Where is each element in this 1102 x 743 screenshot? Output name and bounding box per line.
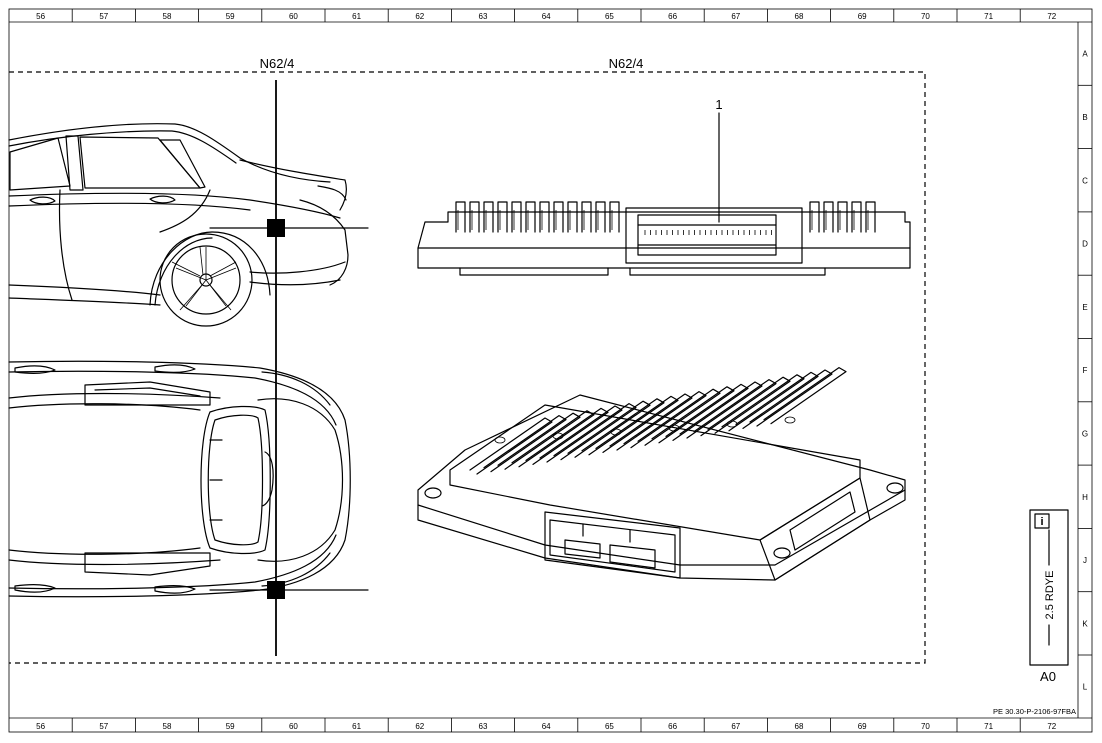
right-ruler-label: K bbox=[1082, 619, 1088, 628]
top-column-ruler: 56 57 58 59 60 61 62 63 64 65 66 67 68 69 70 71 72 bbox=[36, 9, 1057, 22]
bottom-ruler-label: 57 bbox=[99, 722, 108, 731]
info-icon[interactable] bbox=[1034, 513, 1050, 529]
right-ruler-label: H bbox=[1082, 493, 1088, 502]
bottom-ruler-label: 61 bbox=[352, 722, 361, 731]
bottom-ruler-label: 68 bbox=[795, 722, 804, 731]
right-ruler-label: L bbox=[1083, 683, 1088, 692]
top-ruler-label: 61 bbox=[352, 12, 361, 21]
component-dashed-frame bbox=[9, 71, 926, 664]
top-ruler-label: 67 bbox=[731, 12, 740, 21]
bottom-ruler-label: 56 bbox=[36, 722, 45, 731]
right-ruler-label: G bbox=[1082, 429, 1088, 438]
top-ruler-label: 60 bbox=[289, 12, 298, 21]
top-ruler-label: 71 bbox=[984, 12, 993, 21]
info-box-variant: A0 bbox=[1040, 669, 1056, 684]
bottom-ruler-label: 63 bbox=[479, 722, 488, 731]
document-reference: PE 30.30-P-2106-97FBA bbox=[993, 707, 1076, 716]
info-box-code: 2.5 RDYE bbox=[1044, 571, 1056, 620]
callout-1-label: 1 bbox=[715, 97, 722, 112]
bottom-ruler-label: 67 bbox=[731, 722, 740, 731]
bottom-ruler-label: 65 bbox=[605, 722, 614, 731]
right-ruler-label: B bbox=[1082, 113, 1087, 122]
top-ruler-label: 64 bbox=[542, 12, 551, 21]
right-row-ruler: A B C D E F G H J K L bbox=[1078, 50, 1092, 692]
right-ruler-label: F bbox=[1083, 366, 1088, 375]
top-ruler-label: 56 bbox=[36, 12, 45, 21]
top-ruler-label: 66 bbox=[668, 12, 677, 21]
right-ruler-label: E bbox=[1082, 303, 1087, 312]
right-component-label: N62/4 bbox=[609, 56, 644, 71]
right-ruler-label: J bbox=[1083, 556, 1087, 565]
right-ruler-label: A bbox=[1082, 50, 1088, 59]
top-ruler-label: 72 bbox=[1047, 12, 1056, 21]
right-ruler-label: D bbox=[1082, 240, 1088, 249]
control-unit-side-view bbox=[417, 201, 911, 276]
top-ruler-label: 70 bbox=[921, 12, 930, 21]
bottom-ruler-label: 62 bbox=[415, 722, 424, 731]
info-box: i 2.5 RDYE A0 bbox=[1029, 509, 1069, 684]
top-ruler-label: 58 bbox=[163, 12, 172, 21]
sheet-frame bbox=[8, 8, 1093, 733]
bottom-ruler-label: 59 bbox=[226, 722, 235, 731]
top-ruler-label: 62 bbox=[415, 12, 424, 21]
bottom-ruler-label: 66 bbox=[668, 722, 677, 731]
bottom-ruler-label: 72 bbox=[1047, 722, 1056, 731]
right-ruler-label: C bbox=[1082, 176, 1088, 185]
left-component-label: N62/4 bbox=[260, 56, 295, 71]
bottom-ruler-label: 58 bbox=[163, 722, 172, 731]
bottom-ruler-label: 71 bbox=[984, 722, 993, 731]
bottom-ruler-label: 70 bbox=[921, 722, 930, 731]
info-icon-glyph: i bbox=[1040, 516, 1043, 528]
bottom-ruler-label: 64 bbox=[542, 722, 551, 731]
top-ruler-label: 57 bbox=[99, 12, 108, 21]
bottom-column-ruler: 56 57 58 59 60 61 62 63 64 65 66 67 68 69 70 71 72 bbox=[36, 718, 1057, 732]
top-ruler-label: 65 bbox=[605, 12, 614, 21]
top-ruler-label: 59 bbox=[226, 12, 235, 21]
car-side-view bbox=[8, 123, 369, 327]
bottom-ruler-label: 60 bbox=[289, 722, 298, 731]
control-unit-perspective-view bbox=[417, 367, 906, 581]
top-ruler-label: 68 bbox=[795, 12, 804, 21]
top-ruler-label: 63 bbox=[479, 12, 488, 21]
bottom-ruler-label: 69 bbox=[858, 722, 867, 731]
top-ruler-label: 69 bbox=[858, 12, 867, 21]
car-top-view bbox=[8, 360, 369, 599]
